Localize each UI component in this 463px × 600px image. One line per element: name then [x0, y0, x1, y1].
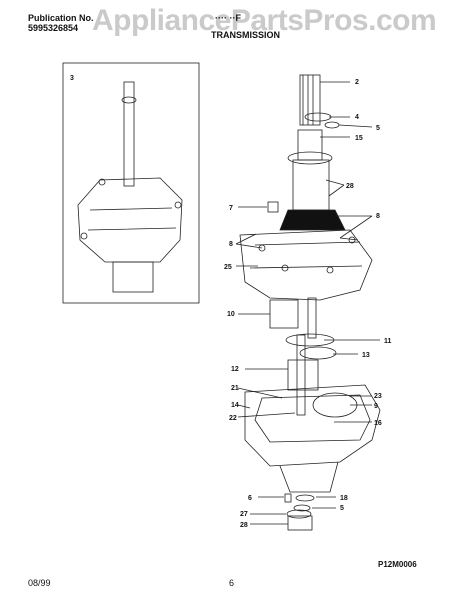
publication-number: 5995326854 — [28, 23, 79, 33]
washer-18 — [295, 494, 315, 502]
callout-23: 23 — [374, 393, 382, 400]
shaft-seal-15 — [297, 129, 323, 161]
inset-frame — [62, 62, 200, 304]
gear-10 — [269, 299, 299, 329]
callout-28: 28 — [346, 183, 354, 190]
callout-9: 9 — [374, 403, 378, 410]
callout-18: 18 — [340, 495, 348, 502]
housing-base — [279, 461, 339, 493]
bolt-6 — [284, 493, 292, 503]
plug-7 — [267, 201, 279, 213]
callout-16: 16 — [374, 420, 382, 427]
inset-label: 3 — [70, 75, 74, 82]
callout-10: 10 — [227, 311, 235, 318]
callout-5b: 5 — [340, 505, 344, 512]
publication-label: Publication No. — [28, 13, 94, 23]
agitator-shaft — [296, 334, 306, 416]
seal-27 — [286, 509, 312, 519]
callout-14: 14 — [231, 402, 239, 409]
upper-shaft-housing — [292, 159, 330, 211]
callout-27: 27 — [240, 511, 248, 518]
callout-22: 22 — [229, 415, 237, 422]
section-title: TRANSMISSION — [211, 30, 281, 40]
rubber-boot — [279, 209, 346, 231]
callout-15: 15 — [355, 135, 363, 142]
callout-21: 21 — [231, 385, 239, 392]
ring-5 — [324, 121, 340, 129]
callout-28b: 28 — [240, 522, 248, 529]
washer-4 — [304, 112, 332, 122]
model-number: ···· ··F — [215, 13, 241, 23]
pinion-shaft — [307, 297, 317, 339]
bearing-28b — [287, 515, 313, 531]
callout-7: 7 — [229, 205, 233, 212]
upper-housing-cover — [239, 229, 373, 301]
callout-11: 11 — [384, 338, 392, 345]
bearing-28a — [287, 151, 333, 165]
inset-housing — [77, 177, 183, 263]
ring-5b — [293, 504, 311, 512]
callout-8: 8 — [376, 213, 380, 220]
inset-shaft — [123, 81, 135, 187]
lower-housing — [244, 384, 381, 467]
callout-8b: 8 — [229, 241, 233, 248]
callout-6: 6 — [248, 495, 252, 502]
footer-date: 08/99 — [28, 578, 51, 588]
callout-12: 12 — [231, 366, 239, 373]
drawing-code: P12M0006 — [378, 560, 417, 569]
callout-4: 4 — [355, 114, 359, 121]
callout-5: 5 — [376, 125, 380, 132]
callout-13: 13 — [362, 352, 370, 359]
gear-13 — [299, 346, 337, 360]
page-number: 6 — [229, 578, 235, 588]
callout-2: 2 — [355, 79, 359, 86]
input-shaft — [299, 74, 321, 126]
callout-25: 25 — [224, 264, 232, 271]
watermark-logo: AppliancePartsPros.com — [92, 4, 437, 37]
gear-12 — [287, 359, 319, 391]
inset-base — [112, 261, 154, 293]
